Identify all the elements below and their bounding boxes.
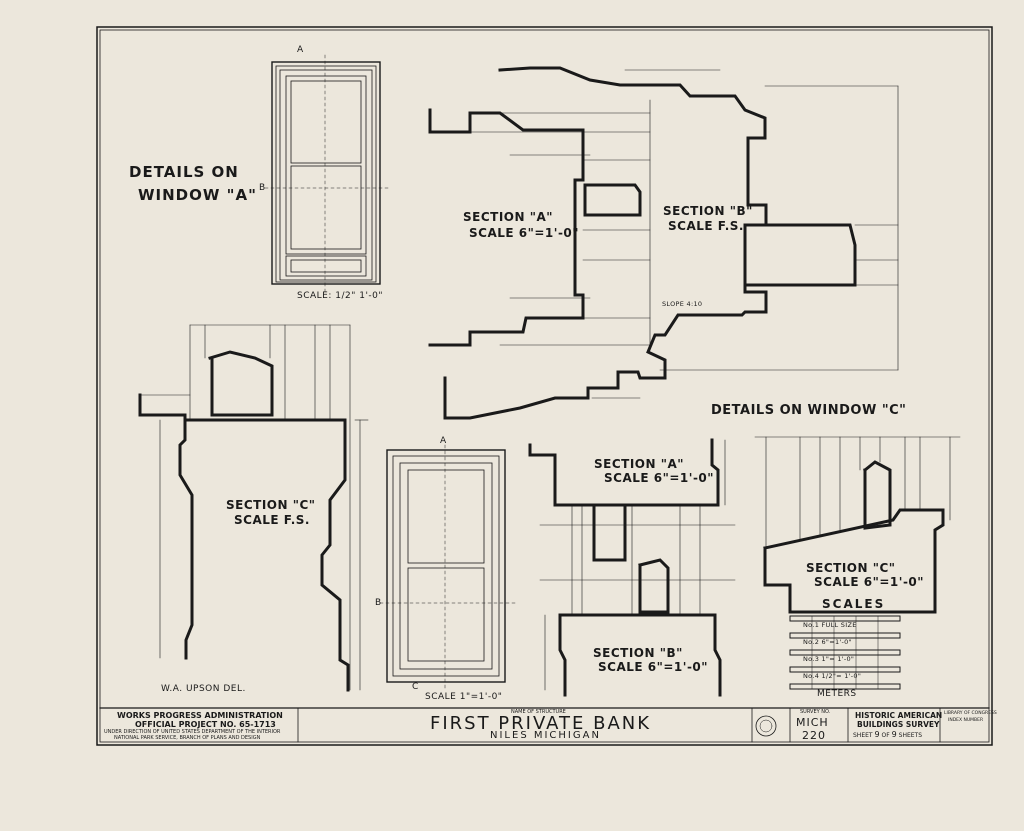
section-c-left-title: SECTION "C" (226, 498, 316, 512)
slope-label: SLOPE 4:10 (662, 300, 703, 308)
sheet-of: OF (881, 732, 890, 739)
section-b-upper-scale: SCALE F.S. (668, 219, 744, 233)
sheet-word: SHEET (853, 732, 873, 739)
structure-location: NILES MICHIGAN (490, 730, 601, 741)
index-caption-2: INDEX NUMBER (948, 718, 984, 723)
name-caption: NAME OF STRUCTURE (511, 709, 566, 715)
window-a-mark-b: B (259, 183, 266, 193)
section-b-lower (558, 613, 722, 697)
scale-4-label: No.4 1/2"= 1'-0" (803, 672, 862, 680)
section-a-lower (528, 438, 720, 614)
section-a-lower-title: SECTION "A" (594, 457, 685, 471)
section-a-upper (428, 108, 642, 347)
sheet-total: 9 (891, 730, 897, 739)
wpa-nps: NATIONAL PARK SERVICE, BRANCH OF PLANS A… (114, 735, 261, 741)
habs-line1: HISTORIC AMERICAN (855, 711, 943, 720)
window-c-elevation (379, 444, 516, 691)
window-a-elevation-scale: SCALE: 1/2" 1'-0" (297, 291, 384, 301)
window-c-mark-a: A (440, 436, 447, 446)
section-b-upper-title: SECTION "B" (663, 204, 753, 218)
window-c-mark-c: C (412, 682, 419, 692)
sheet-count: SHEET 9 OF 9 SHEETS (853, 731, 922, 739)
section-a-upper-scale: SCALE 6"=1'-0" (469, 226, 580, 240)
scale-3-label: No.3 1"= 1'-0" (803, 655, 855, 663)
wpa-title: WORKS PROGRESS ADMINISTRATION (117, 711, 283, 720)
window-a-mark-a: A (297, 45, 304, 55)
sheet-number: 9 (874, 730, 880, 739)
survey-caption: SURVEY NO. (800, 709, 831, 715)
survey-number: 220 (802, 729, 826, 742)
window-a-elevation (264, 54, 391, 296)
sheets-word: SHEETS (898, 732, 923, 739)
section-b-upper (443, 66, 857, 420)
survey-state: MICH (796, 716, 829, 729)
inner-border (99, 29, 990, 743)
section-a-upper-title: SECTION "A" (463, 210, 554, 224)
window-a-title-line1: DETAILS ON (129, 163, 239, 181)
index-caption-1: LIBRARY OF CONGRESS (944, 711, 997, 716)
habs-seal (755, 715, 777, 737)
structure-name: FIRST PRIVATE BANK (430, 713, 652, 734)
scales-heading: SCALES (822, 597, 886, 611)
window-c-title: DETAILS ON WINDOW "C" (711, 403, 907, 418)
window-c-mark-b: B (375, 598, 382, 608)
section-b-lower-scale: SCALE 6"=1'-0" (598, 660, 709, 674)
delineator: W.A. UPSON DEL. (161, 684, 246, 694)
outer-border (96, 26, 993, 746)
window-a-title-line2: WINDOW "A" (138, 186, 257, 204)
meters-label: METERS (817, 689, 857, 699)
section-c-right-title: SECTION "C" (806, 561, 896, 575)
section-c-right (763, 460, 945, 614)
wpa-project: OFFICIAL PROJECT NO. 65-1713 (135, 720, 276, 729)
window-c-elevation-scale: SCALE 1"=1'-0" (425, 692, 503, 702)
section-c-left (138, 350, 350, 692)
scale-2-label: No.2 6"=1'-0" (803, 638, 852, 646)
section-a-lower-scale: SCALE 6"=1'-0" (604, 471, 715, 485)
graphic-scales (789, 615, 901, 690)
section-b-lower-title: SECTION "B" (593, 646, 683, 660)
wpa-direction: UNDER DIRECTION OF UNITED STATES DEPARTM… (104, 729, 281, 735)
scale-1-label: No.1 FULL SIZE (803, 621, 857, 629)
habs-line2: BUILDINGS SURVEY (857, 720, 940, 729)
section-c-right-scale: SCALE 6"=1'-0" (814, 575, 925, 589)
section-c-left-scale: SCALE F.S. (234, 513, 310, 527)
